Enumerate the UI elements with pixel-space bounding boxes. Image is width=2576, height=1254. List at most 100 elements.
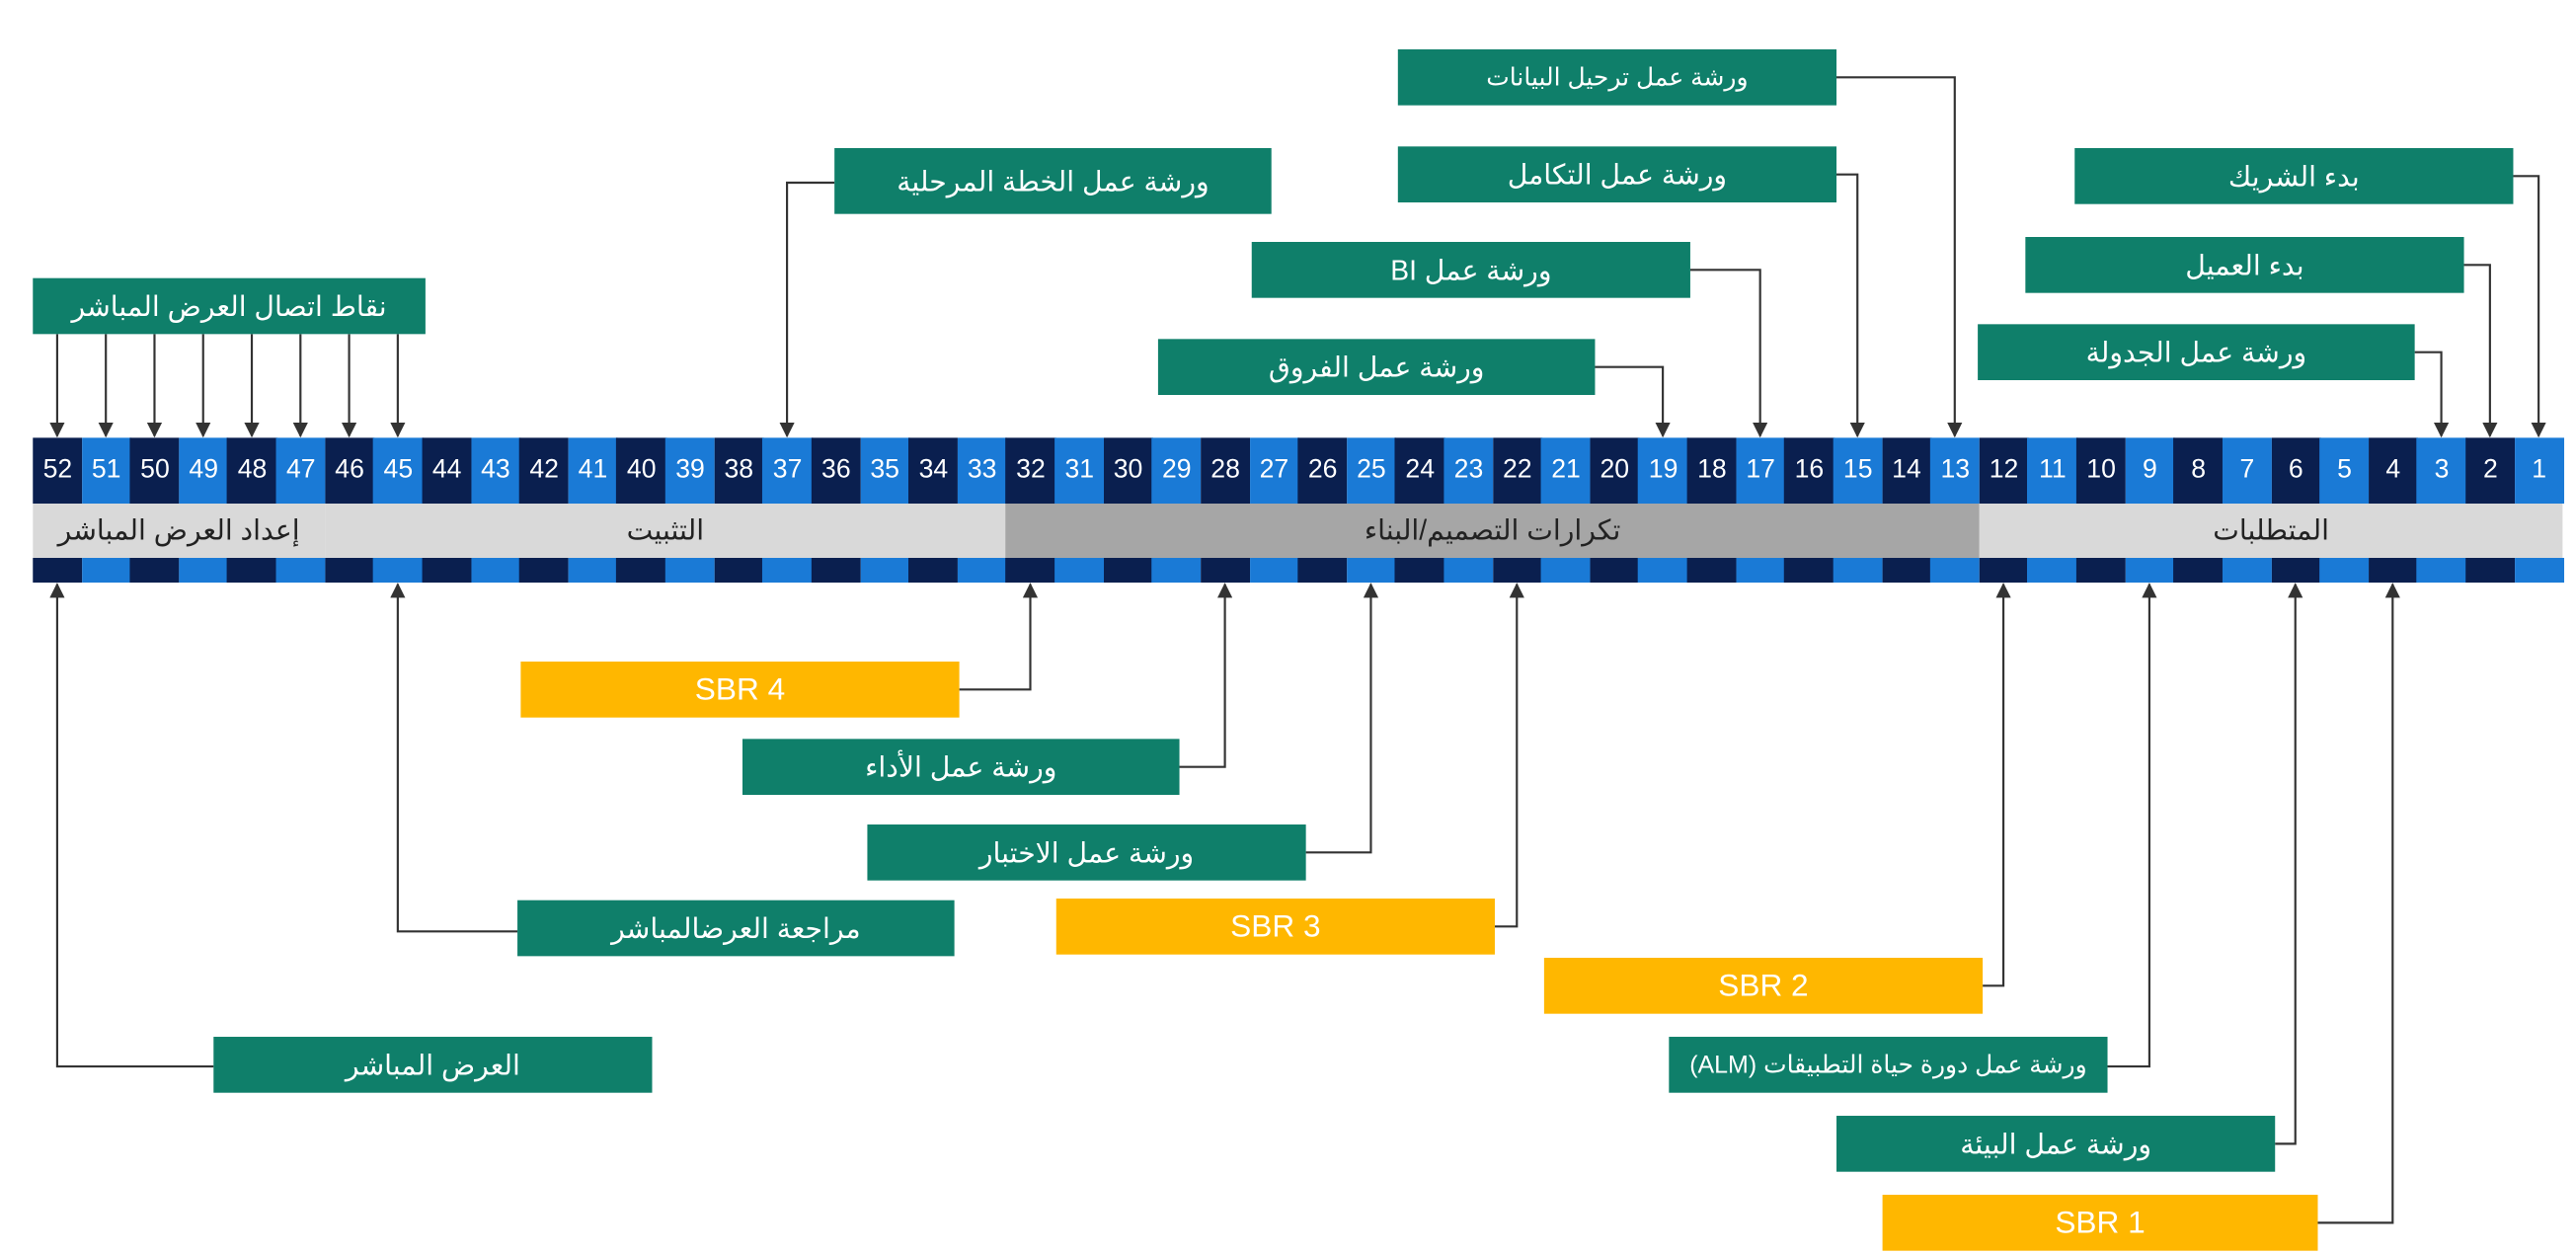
week-cell: 24 (1395, 437, 1445, 505)
week-strip-cell (1492, 558, 1542, 584)
connector-customer-start (2463, 264, 2498, 438)
phase-bar: إعداد العرض المباشر (33, 504, 325, 559)
connector-partner-start (2513, 175, 2546, 438)
milestone-customer-start: بدء العميل (2025, 237, 2464, 293)
week-cell: 6 (2271, 437, 2321, 505)
week-cell: 11 (2027, 437, 2077, 505)
week-strip-cell (714, 558, 764, 584)
week-strip-cell (1638, 558, 1688, 584)
week-strip-cell (2465, 558, 2516, 584)
week-strip-cell (1784, 558, 1834, 584)
week-strip-cell (2271, 558, 2321, 584)
week-strip-cell (1346, 558, 1397, 584)
week-cell: 27 (1249, 437, 1299, 505)
connector-gaps (1595, 365, 1671, 438)
week-strip-cell (1881, 558, 1932, 584)
milestone-testing-workshop: ورشة عمل الاختبار (867, 824, 1306, 881)
milestone-alm-workshop: ورشة عمل دورة حياة التطبيقات (ALM) (1669, 1037, 2108, 1093)
week-strip-cell (1249, 558, 1299, 584)
week-strip-cell (664, 558, 716, 584)
week-cell: 37 (762, 437, 813, 505)
milestone-performance-workshop: ورشة عمل الأداء (742, 739, 1180, 796)
week-strip-cell (1103, 558, 1153, 584)
week-cell: 46 (324, 437, 375, 505)
week-strip-cell (1686, 558, 1738, 584)
week-strip-cell (1444, 558, 1494, 584)
week-strip-cell (2125, 558, 2175, 584)
week-cell: 21 (1540, 437, 1592, 505)
phase-bar: تكرارات التصميم/البناء (1005, 504, 1980, 559)
connector-environment (2275, 583, 2303, 1145)
week-strip-cell (2368, 558, 2418, 584)
week-cell: 20 (1590, 437, 1640, 505)
week-strip-cell (2319, 558, 2370, 584)
week-strip-cell (275, 558, 326, 584)
week-strip-cell (616, 558, 666, 584)
week-cell: 23 (1444, 437, 1494, 505)
week-cell: 48 (227, 437, 277, 505)
week-cell: 47 (275, 437, 326, 505)
connector-phased-plan (779, 181, 835, 438)
milestone-go-live: العرض المباشر (213, 1037, 653, 1093)
week-strip-cell (957, 558, 1007, 584)
week-cell: 13 (1930, 437, 1981, 505)
week-cell: 40 (616, 437, 666, 505)
week-strip-cell (33, 558, 83, 584)
week-cell: 42 (519, 437, 570, 505)
week-cell: 9 (2125, 437, 2175, 505)
week-cell: 22 (1492, 437, 1542, 505)
week-strip-cell (1930, 558, 1981, 584)
week-strip-cell (81, 558, 131, 584)
connector-testing (1305, 583, 1379, 854)
milestone-bi-workshop: ورشة عمل BI (1251, 242, 1690, 298)
week-cell: 50 (129, 437, 181, 505)
week-cell: 49 (179, 437, 229, 505)
week-cell: 34 (908, 437, 959, 505)
week-cell: 29 (1151, 437, 1202, 505)
week-strip-cell (2514, 558, 2564, 584)
week-cell: 8 (2173, 437, 2224, 505)
week-strip-cell (324, 558, 375, 584)
milestone-partner-start: بدء الشريك (2074, 148, 2514, 204)
week-strip-cell (2173, 558, 2224, 584)
connector-data-migration (1836, 76, 1963, 438)
connector-performance (1179, 583, 1233, 768)
week-cell: 4 (2368, 437, 2418, 505)
milestone-sbr2: SBR 2 (1543, 958, 1984, 1014)
week-cell: 41 (568, 437, 618, 505)
week-cell: 36 (811, 437, 861, 505)
week-cell: 32 (1005, 437, 1056, 505)
milestone-environment-workshop: ورشة عمل البيئة (1836, 1116, 2276, 1172)
week-cell: 26 (1297, 437, 1348, 505)
week-strip-cell (1005, 558, 1056, 584)
week-strip-cell (1979, 558, 2029, 584)
week-cell: 2 (2465, 437, 2516, 505)
week-cell: 52 (33, 437, 83, 505)
connector-sbr3 (1494, 583, 1524, 928)
connector-sbr4 (959, 583, 1039, 691)
milestone-data-migration-workshop: ورشة عمل ترحيل البيانات (1397, 49, 1837, 106)
milestone-sbr1: SBR 1 (1882, 1195, 2318, 1251)
connector-alm (2107, 583, 2157, 1068)
week-cell: 3 (2416, 437, 2467, 505)
milestone-sbr3: SBR 3 (1055, 899, 1495, 955)
milestone-integration-workshop: ورشة عمل التكامل (1397, 146, 1837, 203)
week-cell: 14 (1881, 437, 1932, 505)
week-cell: 7 (2222, 437, 2273, 505)
milestone-sbr4: SBR 4 (520, 662, 960, 718)
connector-go-live (49, 583, 214, 1068)
week-cell: 51 (81, 437, 131, 505)
week-cell: 17 (1736, 437, 1786, 505)
week-strip-cell (859, 558, 910, 584)
connector-bi (1689, 269, 1768, 438)
week-strip-cell (2222, 558, 2273, 584)
milestone-scheduling-workshop: ورشة عمل الجدولة (1978, 324, 2415, 381)
connector-scheduling (2414, 351, 2450, 438)
week-cell: 10 (2075, 437, 2127, 505)
week-strip-cell (1395, 558, 1445, 584)
week-strip-cell (568, 558, 618, 584)
week-strip-cell (1736, 558, 1786, 584)
week-cell: 38 (714, 437, 764, 505)
milestone-go-live-review: مراجعة العرضالمباشر (517, 900, 955, 957)
